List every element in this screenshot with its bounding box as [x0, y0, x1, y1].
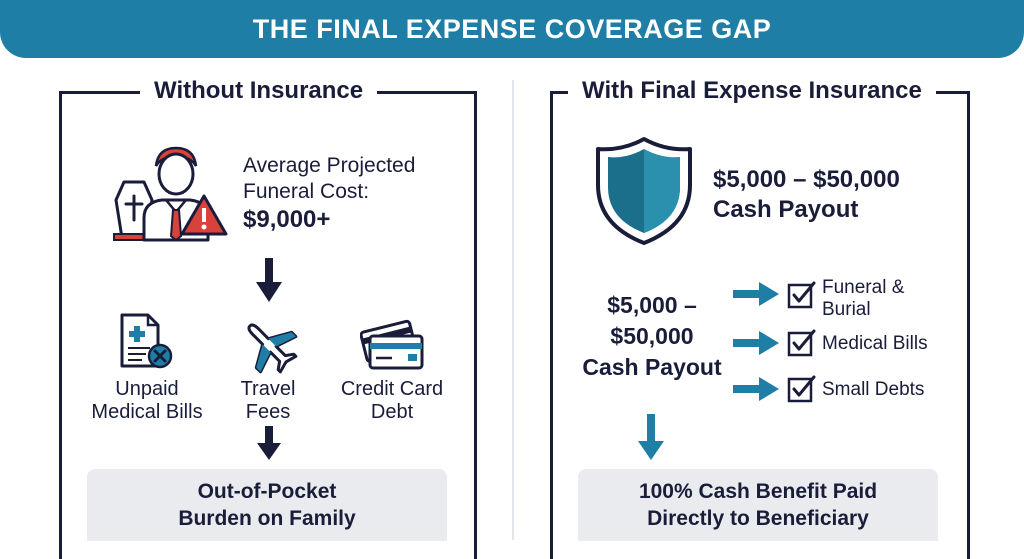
expense-label-travel: Travel Fees — [240, 378, 296, 423]
funeral-cost-label-2: Funeral Cost: — [243, 180, 370, 203]
cash-benefit-line2: Directly to Beneficiary — [647, 507, 869, 530]
page-title: THE FINAL EXPENSE COVERAGE GAP — [252, 13, 772, 44]
arrow-down-icon — [257, 426, 281, 460]
arrow-down-icon — [256, 258, 282, 302]
out-of-pocket-line2: Burden on Family — [178, 507, 356, 530]
cash-benefit-line1: 100% Cash Benefit Paid — [638, 480, 878, 503]
checkbox-icon — [787, 375, 816, 403]
panel-title-with: With Final Expense Insurance — [568, 77, 936, 105]
out-of-pocket-line1: Out-of-Pocket — [197, 480, 337, 503]
credit-card-icon — [360, 319, 424, 370]
airplane-icon — [247, 323, 298, 374]
shield-icon — [596, 137, 692, 245]
expense-label-credit: Credit Card Debt — [340, 378, 444, 423]
payout-summary: $5,000 – $50,000 Cash Payout — [582, 292, 722, 380]
funeral-cost-label-1: Average Projected — [243, 154, 416, 177]
panel-title-without: Without Insurance — [140, 77, 378, 105]
use-funeral-burial: Funeral & Burial — [822, 277, 905, 320]
arrow-down-icon — [638, 414, 664, 460]
expense-label-medical: Unpaid Medical Bills — [91, 378, 203, 423]
payout-label: Cash Payout — [713, 196, 859, 223]
use-small-debts: Small Debts — [822, 379, 925, 400]
warning-icon — [180, 194, 228, 236]
checkbox-icon — [787, 329, 816, 357]
arrow-right-icon — [733, 377, 779, 401]
medical-bill-icon — [120, 313, 173, 369]
checkbox-icon — [787, 281, 816, 309]
center-divider — [512, 80, 514, 540]
out-of-pocket-box: Out-of-Pocket Burden on Family — [87, 469, 447, 541]
header-banner: THE FINAL EXPENSE COVERAGE GAP — [0, 0, 1024, 58]
arrow-right-icon — [733, 331, 779, 355]
use-medical-bills: Medical Bills — [822, 333, 928, 354]
payout-amount: $5,000 – $50,000 — [713, 166, 900, 193]
arrow-right-icon — [733, 282, 779, 306]
cash-benefit-box: 100% Cash Benefit Paid Directly to Benef… — [578, 469, 938, 541]
funeral-cost-value: $9,000+ — [243, 206, 331, 233]
